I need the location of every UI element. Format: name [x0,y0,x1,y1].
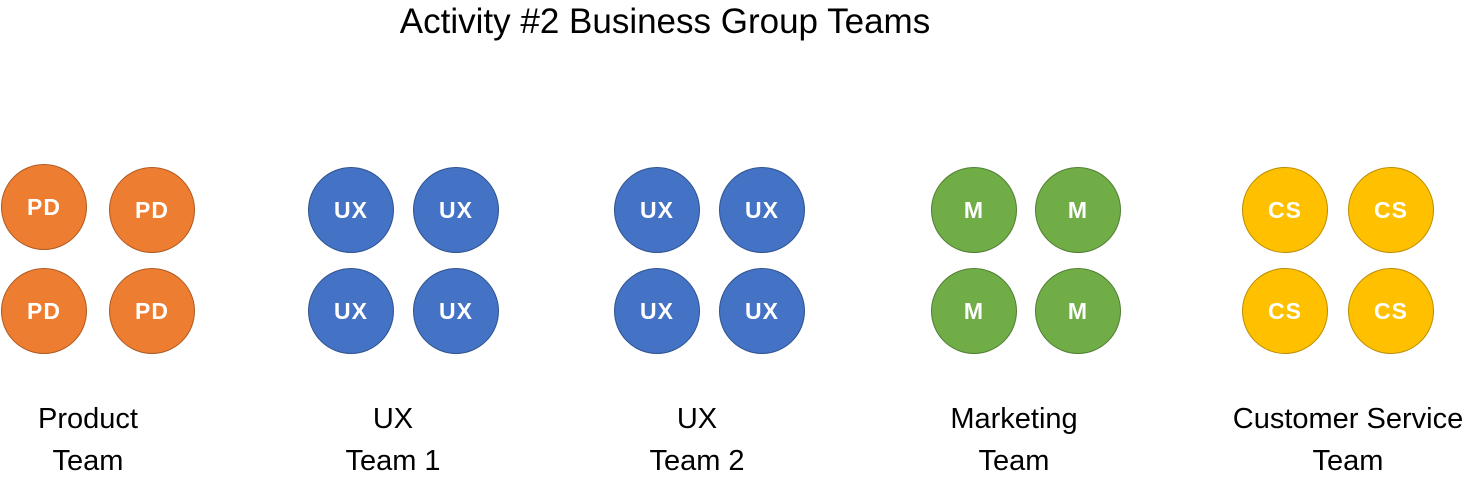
team-label-line2: Team 2 [649,445,745,477]
team-label-line1: Customer Service [1232,403,1464,435]
team-member-circle: CS [1242,167,1328,253]
team-member-circle: M [931,268,1017,354]
team-label-line2: Team [1312,445,1384,477]
team-member-circle: PD [109,167,195,253]
team-label-line2: Team [978,445,1050,477]
team-member-circle: PD [109,268,195,354]
team-label-line1: UX [676,403,718,435]
team-label: Marketing Team [884,398,1144,482]
team-label-line1: Product [38,403,138,435]
team-customer-service: CS CS CS CS Customer Service Team [0,0,1463,477]
team-member-circle: M [1035,268,1121,354]
team-label: UX Team 1 [263,398,523,482]
diagram-title: Activity #2 Business Group Teams [399,2,931,41]
team-member-circle: UX [413,268,499,354]
team-label-line1: UX [372,403,414,435]
team-member-circle: UX [413,167,499,253]
team-member-circle: UX [308,167,394,253]
team-member-circle: UX [719,268,805,354]
team-member-circle: UX [614,268,700,354]
team-label-line2: Team 1 [345,445,441,477]
team-member-circle: M [931,167,1017,253]
team-member-circle: UX [719,167,805,253]
team-product: PD PD PD PD Product Team [0,0,240,477]
team-label-line1: Marketing [950,403,1078,435]
team-ux-1: UX UX UX UX UX Team 1 [0,0,499,477]
team-member-circle: CS [1242,268,1328,354]
team-label: Customer Service Team [1216,398,1480,482]
team-member-circle: PD [1,268,87,354]
team-member-circle: PD [1,164,87,250]
team-member-circle: UX [308,268,394,354]
team-member-circle: CS [1348,268,1434,354]
team-member-circle: M [1035,167,1121,253]
team-label: UX Team 2 [567,398,827,482]
team-member-circle: CS [1348,167,1434,253]
team-ux-2: UX UX UX UX UX Team 2 [0,0,805,477]
team-member-circle: UX [614,167,700,253]
